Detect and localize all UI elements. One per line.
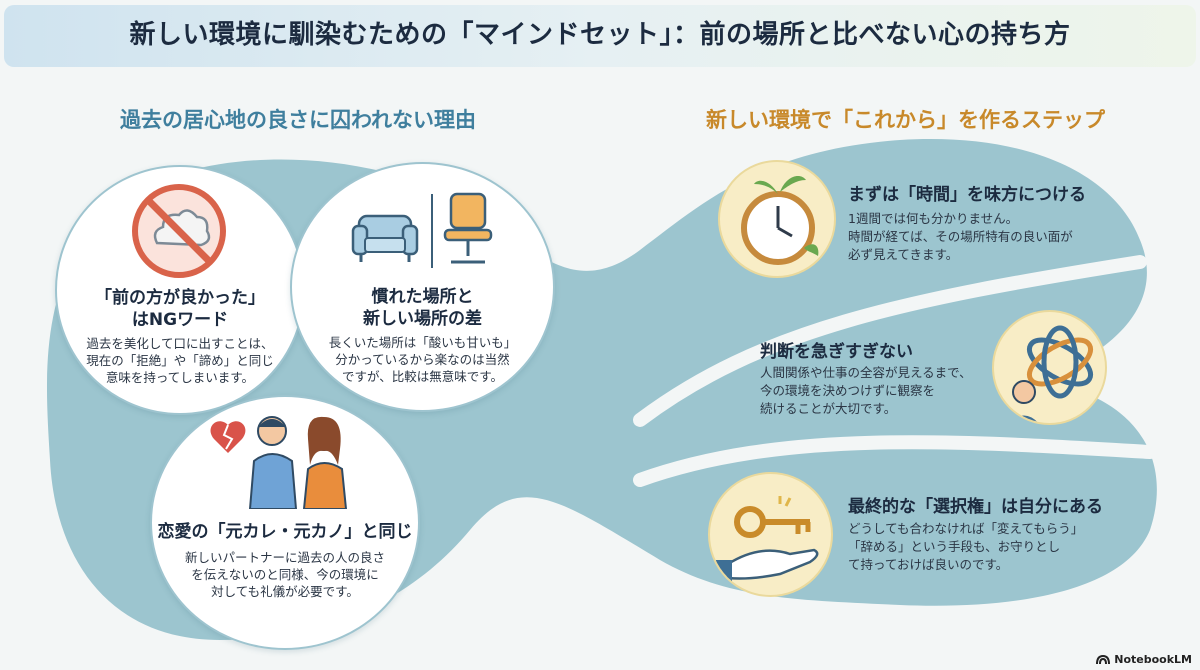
card-body: 長くいた場所は「酸いも甘いも」 分かっているから楽なのは当然 ですが、比較は無意… xyxy=(328,335,517,384)
notebooklm-logo: NotebookLM xyxy=(1096,653,1192,666)
armchair-vs-office-chair-icon xyxy=(347,186,507,276)
thinking-person-knot-icon xyxy=(992,310,1107,425)
card-title: 「前の方が良かった」 はNGワード xyxy=(95,288,265,330)
step-title: まずは「時間」を味方につける xyxy=(848,185,1086,205)
card-ng-word: 「前の方が良かった」 はNGワード 過去を美化して口に出すことは、 現在の「拒絶… xyxy=(55,165,305,415)
card-body: 過去を美化して口に出すことは、 現在の「拒絶」や「諦め」と同じ 意味を持ってしま… xyxy=(86,336,274,385)
step-body: 1週間では何も分かりません。 時間が経てば、その場所特有の良い面が 必ず見えてき… xyxy=(848,211,1073,262)
card-ex-partner: 恋愛の「元カレ・元カノ」と同じ 新しいパートナーに過去の人の良さ を伝えないのと… xyxy=(150,395,420,650)
step-body: どうしても合わなければ「変えてもらう」 「辞める」という手段も、お守りとし て持… xyxy=(848,521,1084,572)
step-title: 判断を急ぎすぎない xyxy=(760,342,913,362)
notebooklm-logo-icon xyxy=(1096,654,1111,664)
clock-sprout-icon xyxy=(718,160,836,278)
card-title: 慣れた場所と 新しい場所の差 xyxy=(363,287,482,329)
right-section-heading: 新しい環境で「これから」を作るステップ xyxy=(706,108,1105,132)
couple-broken-heart-icon xyxy=(202,409,372,510)
brand-label: NotebookLM xyxy=(1114,653,1192,666)
card-body: 新しいパートナーに過去の人の良さ を伝えないのと同様、今の環境に 対しても礼儀が… xyxy=(184,550,385,599)
card-place-difference: 慣れた場所と 新しい場所の差 長くいた場所は「酸いも甘いも」 分かっているから楽… xyxy=(290,162,555,412)
step-title: 最終的な「選択権」は自分にある xyxy=(848,497,1103,517)
card-title: 恋愛の「元カレ・元カノ」と同じ xyxy=(157,522,413,542)
page-title: 新しい環境に馴染むための「マインドセット」：前の場所と比べない心の持ち方 xyxy=(129,20,1071,50)
left-section-heading: 過去の居心地の良さに囚われない理由 xyxy=(120,108,476,132)
title-banner xyxy=(4,5,1196,67)
step-body: 人間関係や仕事の全容が見えるまで、 今の環境を決めつけずに観察を 続けることが大… xyxy=(760,365,972,416)
key-in-hand-icon xyxy=(708,472,833,597)
no-cloud-icon xyxy=(129,181,229,281)
